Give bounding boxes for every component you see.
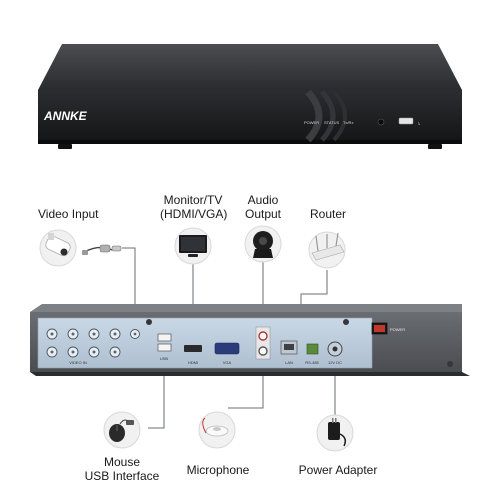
bnc-video-inputs: VIDEO IN <box>46 328 140 365</box>
label-vga: VGA <box>223 360 232 365</box>
label-mouse-line2: USB Interface <box>84 469 160 483</box>
router-icon <box>308 231 346 269</box>
label-monitor-line2: (HDMI/VGA) <box>160 207 228 221</box>
label-audio-line2: Output <box>244 207 282 221</box>
vga-port <box>214 342 240 355</box>
label-power-adapter: Power Adapter <box>298 463 378 477</box>
bnc-cable-icon <box>82 244 122 255</box>
label-router: Router <box>309 207 347 221</box>
label-mouse-line1: Mouse <box>103 455 141 469</box>
label-video-in: VIDEO IN <box>69 360 87 365</box>
label-microphone: Microphone <box>186 463 250 477</box>
port-plate <box>37 317 373 369</box>
usb-symbol-icon: ⭏ <box>418 120 420 127</box>
audio-out-jack <box>258 331 268 341</box>
front-usb-port <box>398 117 414 125</box>
label-mouse-usb: Mouse USB Interface <box>80 455 164 483</box>
label-lan: LAN <box>285 360 293 365</box>
indicator-status: STATUS <box>324 120 340 125</box>
label-monitor-line1: Monitor/TV <box>163 193 223 207</box>
indicator-txrx: Tx/Rx <box>343 120 353 125</box>
label-video-input: Video Input <box>38 207 99 221</box>
microphone-icon <box>198 411 236 449</box>
connection-lines <box>122 247 336 429</box>
speaker-icon <box>244 225 282 263</box>
hdmi-port <box>184 345 202 352</box>
audio-in-jack <box>258 346 268 356</box>
front-curve-decor <box>305 89 323 143</box>
camera-icon <box>39 229 77 267</box>
dvr-top-surface <box>38 44 462 90</box>
dvr-rear-view: VIDEO IN USB HDMI VGA LAN RS-485 12V DC … <box>30 304 470 376</box>
label-power: POWER <box>390 327 405 332</box>
screw <box>146 319 152 325</box>
dvr-front-face <box>38 90 462 142</box>
brand-logo: ANNKE <box>43 109 88 123</box>
power-adapter-icon <box>316 414 354 452</box>
rear-usb-port <box>157 333 172 342</box>
label-hdmi: HDMI <box>188 360 198 365</box>
rs485-terminal <box>306 343 319 355</box>
label-audio-output: Audio Output <box>238 193 288 221</box>
label-usb: USB <box>160 356 169 361</box>
label-12v-dc: 12V DC <box>328 360 342 365</box>
label-audio-line1: Audio <box>247 193 279 207</box>
ir-receiver-icon <box>377 118 385 126</box>
label-rs485: RS-485 <box>305 360 319 365</box>
monitor-icon <box>174 227 212 265</box>
dvr-front-view: ANNKE POWER STATUS Tx/Rx ⭏ <box>38 44 462 149</box>
mouse-icon <box>103 411 141 449</box>
label-monitor-tv: Monitor/TV (HDMI/VGA) <box>160 193 228 221</box>
indicator-power: POWER <box>304 120 319 125</box>
